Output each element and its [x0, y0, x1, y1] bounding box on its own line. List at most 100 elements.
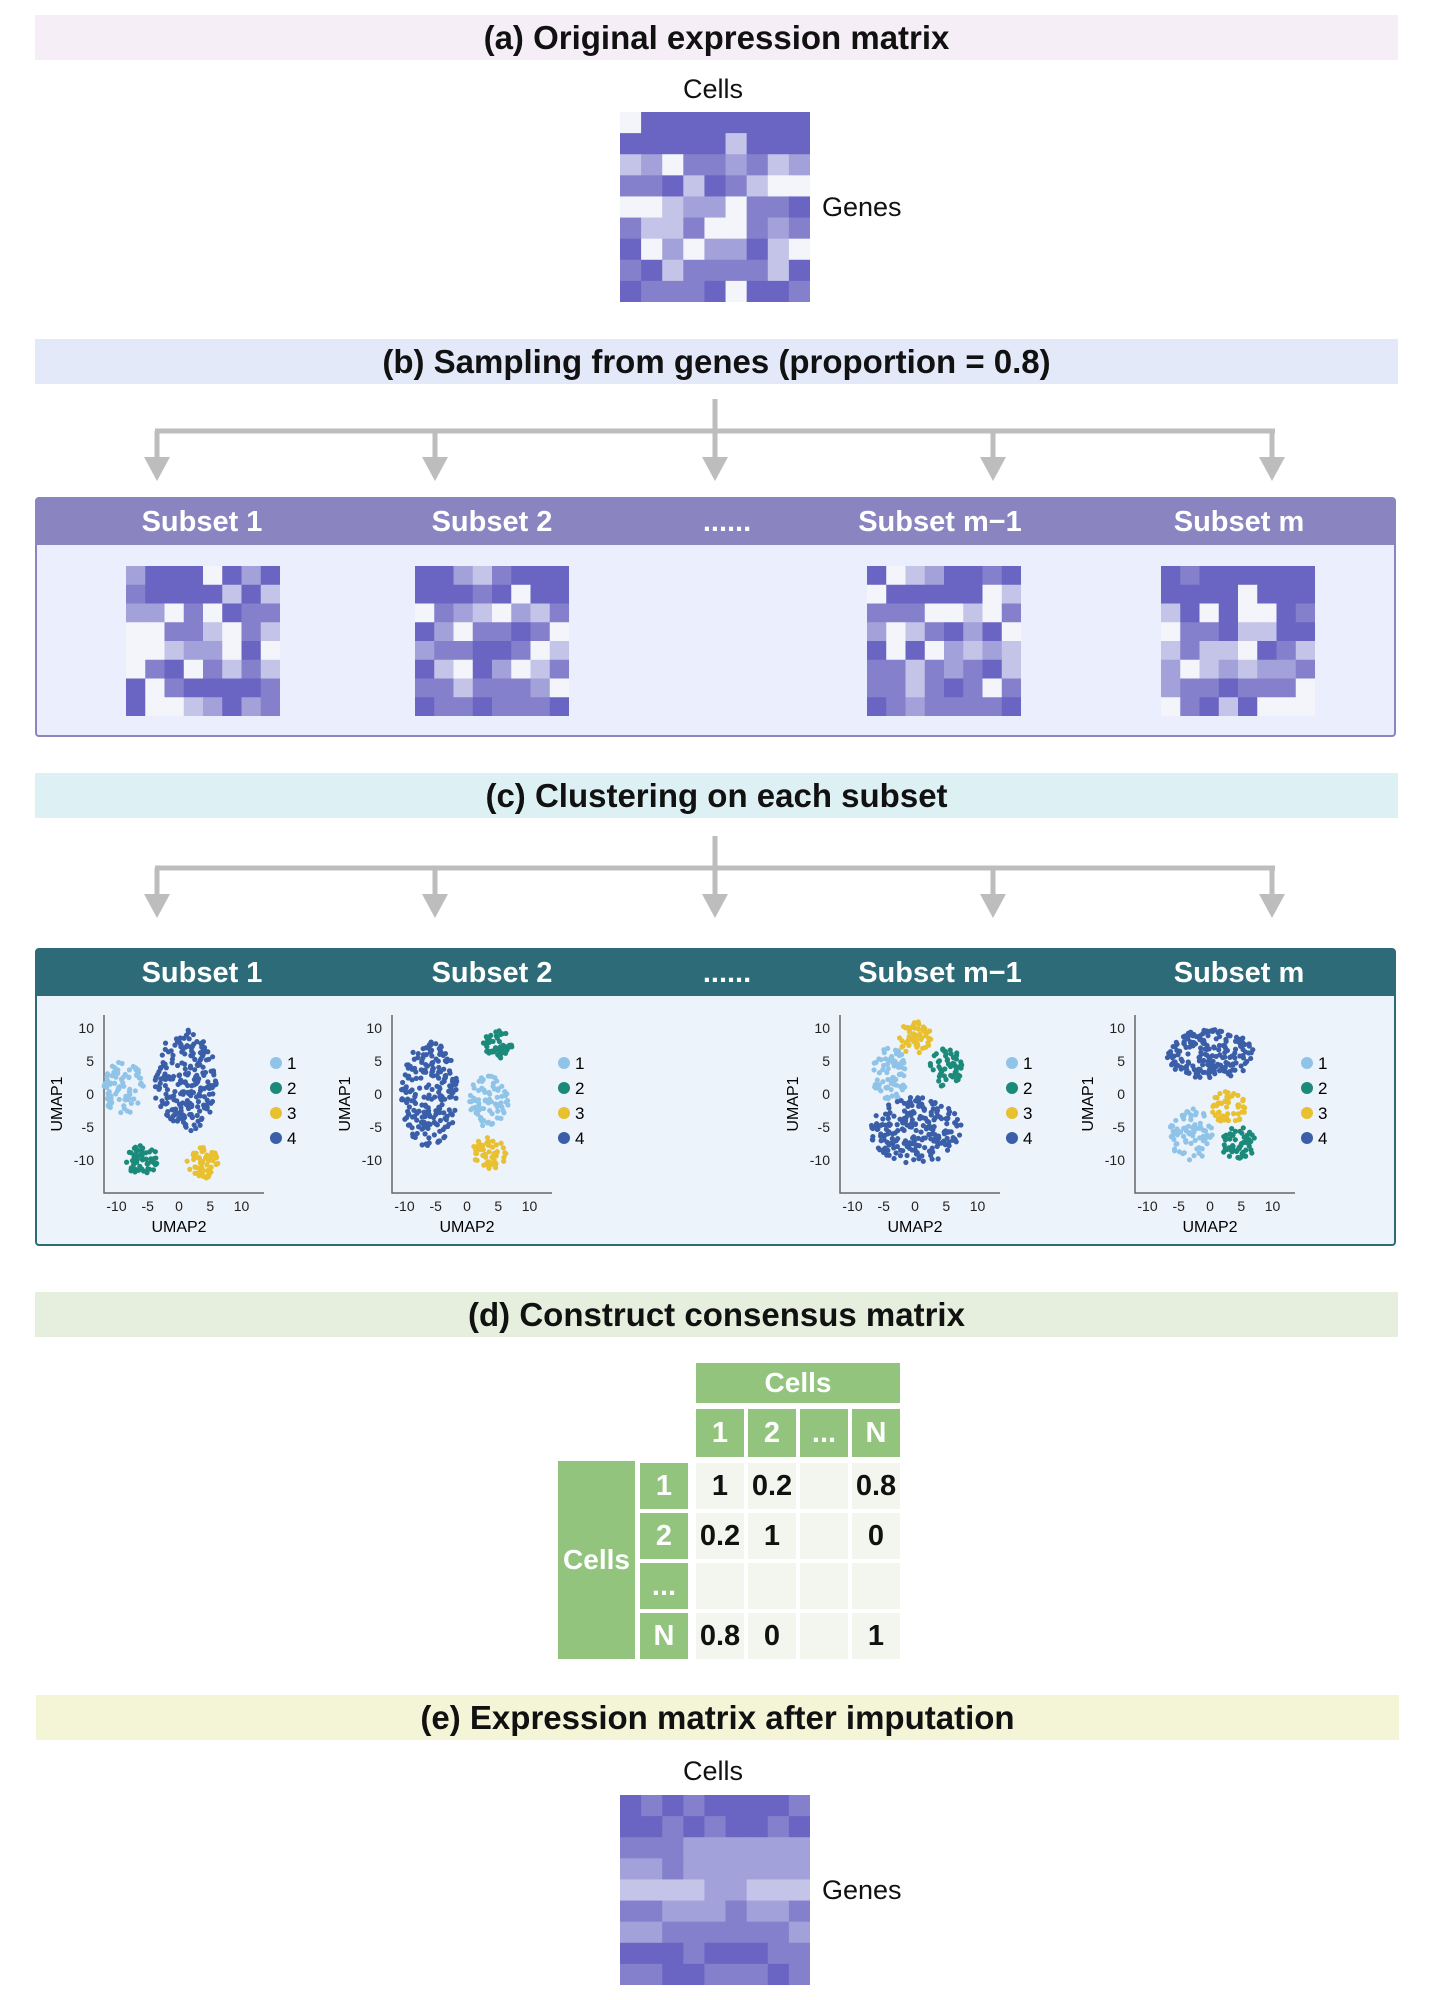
heatmap-cell [1161, 566, 1181, 586]
umap-point [448, 1094, 454, 1100]
umap-point [420, 1069, 427, 1075]
heatmap-cell [1276, 641, 1297, 661]
heatmap-cell [549, 678, 570, 698]
heatmap-cell [867, 584, 887, 604]
umap-point [1172, 1059, 1178, 1065]
umap-point [437, 1105, 443, 1112]
umap-point [494, 1115, 501, 1121]
heatmap-cell [1161, 678, 1181, 698]
umap-point [888, 1140, 895, 1146]
umap-axes [391, 1015, 552, 1194]
heatmap-cell [260, 678, 281, 698]
heatmap-cell [1295, 584, 1316, 604]
heatmap-cell [260, 566, 281, 586]
umap-point [1193, 1070, 1199, 1076]
heatmap-cell [620, 1963, 642, 1986]
heatmap-cell [492, 584, 512, 604]
umap-point [1173, 1117, 1179, 1124]
umap-point [896, 1035, 903, 1041]
heatmap-cell [725, 175, 748, 197]
umap-point [1237, 1036, 1243, 1042]
heatmap-cell [662, 154, 684, 176]
heatmap-cell [683, 1942, 705, 1965]
consensus-value: 0.8 [696, 1613, 744, 1659]
heatmap-cell [164, 678, 185, 698]
heatmap-cell [767, 1858, 790, 1880]
heatmap-cell [683, 1900, 705, 1923]
umap-point [1240, 1149, 1246, 1155]
umap-point [162, 1061, 168, 1067]
umap-point [409, 1077, 415, 1083]
consensus-value [800, 1613, 848, 1659]
umap-point [872, 1081, 878, 1088]
heatmap-cell [886, 697, 906, 717]
umap-point [181, 1115, 188, 1121]
umap-point [108, 1093, 114, 1099]
heatmap-cell [164, 622, 185, 642]
heatmap-cell [641, 238, 663, 261]
heatmap-cell [746, 175, 769, 197]
heatmap-cell [683, 280, 705, 303]
heatmap-cell [944, 659, 964, 679]
heatmap-cell [662, 259, 684, 282]
heatmap-cell [1218, 622, 1239, 642]
umap-point [409, 1125, 415, 1131]
umap-point [439, 1051, 445, 1057]
umap-legend-marker [1006, 1107, 1018, 1119]
umap-point [432, 1094, 438, 1100]
umap-y-tick: -5 [1113, 1119, 1126, 1135]
heatmap-cell [704, 1879, 727, 1902]
heatmap-cell [641, 1837, 663, 1859]
umap-legend-marker [558, 1057, 570, 1069]
umap-point [885, 1076, 891, 1083]
heatmap-cell [1199, 697, 1220, 717]
umap-legend-marker [1006, 1132, 1018, 1144]
umap-point [916, 1156, 922, 1162]
heatmap-cell [746, 1921, 769, 1944]
heatmap-cell [620, 196, 642, 219]
umap-y-label: UMAP1 [1080, 1076, 1097, 1131]
umap-x-tick: -10 [106, 1198, 126, 1214]
umap-point [119, 1060, 125, 1067]
heatmap-cell [725, 133, 748, 155]
heatmap-cell [982, 603, 1003, 623]
heatmap-cell [164, 697, 185, 717]
heatmap-cell [1257, 641, 1277, 661]
umap-point [936, 1078, 942, 1084]
umap-point [1222, 1137, 1228, 1143]
umap-point [490, 1038, 496, 1045]
umap-point [115, 1070, 121, 1076]
heatmap-cell [725, 1858, 748, 1880]
subset-title: Subset 1 [141, 956, 263, 989]
subset-title: Subset m [1173, 505, 1305, 538]
heatmap-cell [944, 566, 964, 586]
heatmap-cell [620, 1879, 642, 1902]
heatmap-cell [1199, 622, 1220, 642]
umap-point [197, 1088, 204, 1094]
subset-heatmap [126, 566, 281, 717]
umap-point [182, 1079, 188, 1085]
heatmap-cell [767, 112, 790, 134]
heatmap-cell [746, 1963, 769, 1986]
heatmap-cell [944, 622, 964, 642]
umap-x-tick: -5 [430, 1198, 443, 1214]
umap-point [1243, 1135, 1249, 1141]
heatmap-cell [203, 678, 223, 698]
umap-point [922, 1115, 929, 1121]
umap-point [428, 1041, 434, 1048]
umap-point [884, 1139, 890, 1145]
umap-point [121, 1105, 127, 1112]
umap-point [904, 1152, 910, 1159]
sampling-arrows [144, 399, 1285, 481]
umap-point [927, 1124, 933, 1130]
umap-point [1226, 1153, 1233, 1159]
umap-point [450, 1089, 456, 1095]
umap-point [1204, 1028, 1210, 1034]
umap-point [914, 1142, 920, 1148]
umap-point [932, 1100, 938, 1106]
umap-point [187, 1063, 194, 1069]
umap-point [170, 1052, 176, 1058]
heatmap-cell [944, 678, 964, 698]
heatmap-cell [1001, 603, 1022, 623]
